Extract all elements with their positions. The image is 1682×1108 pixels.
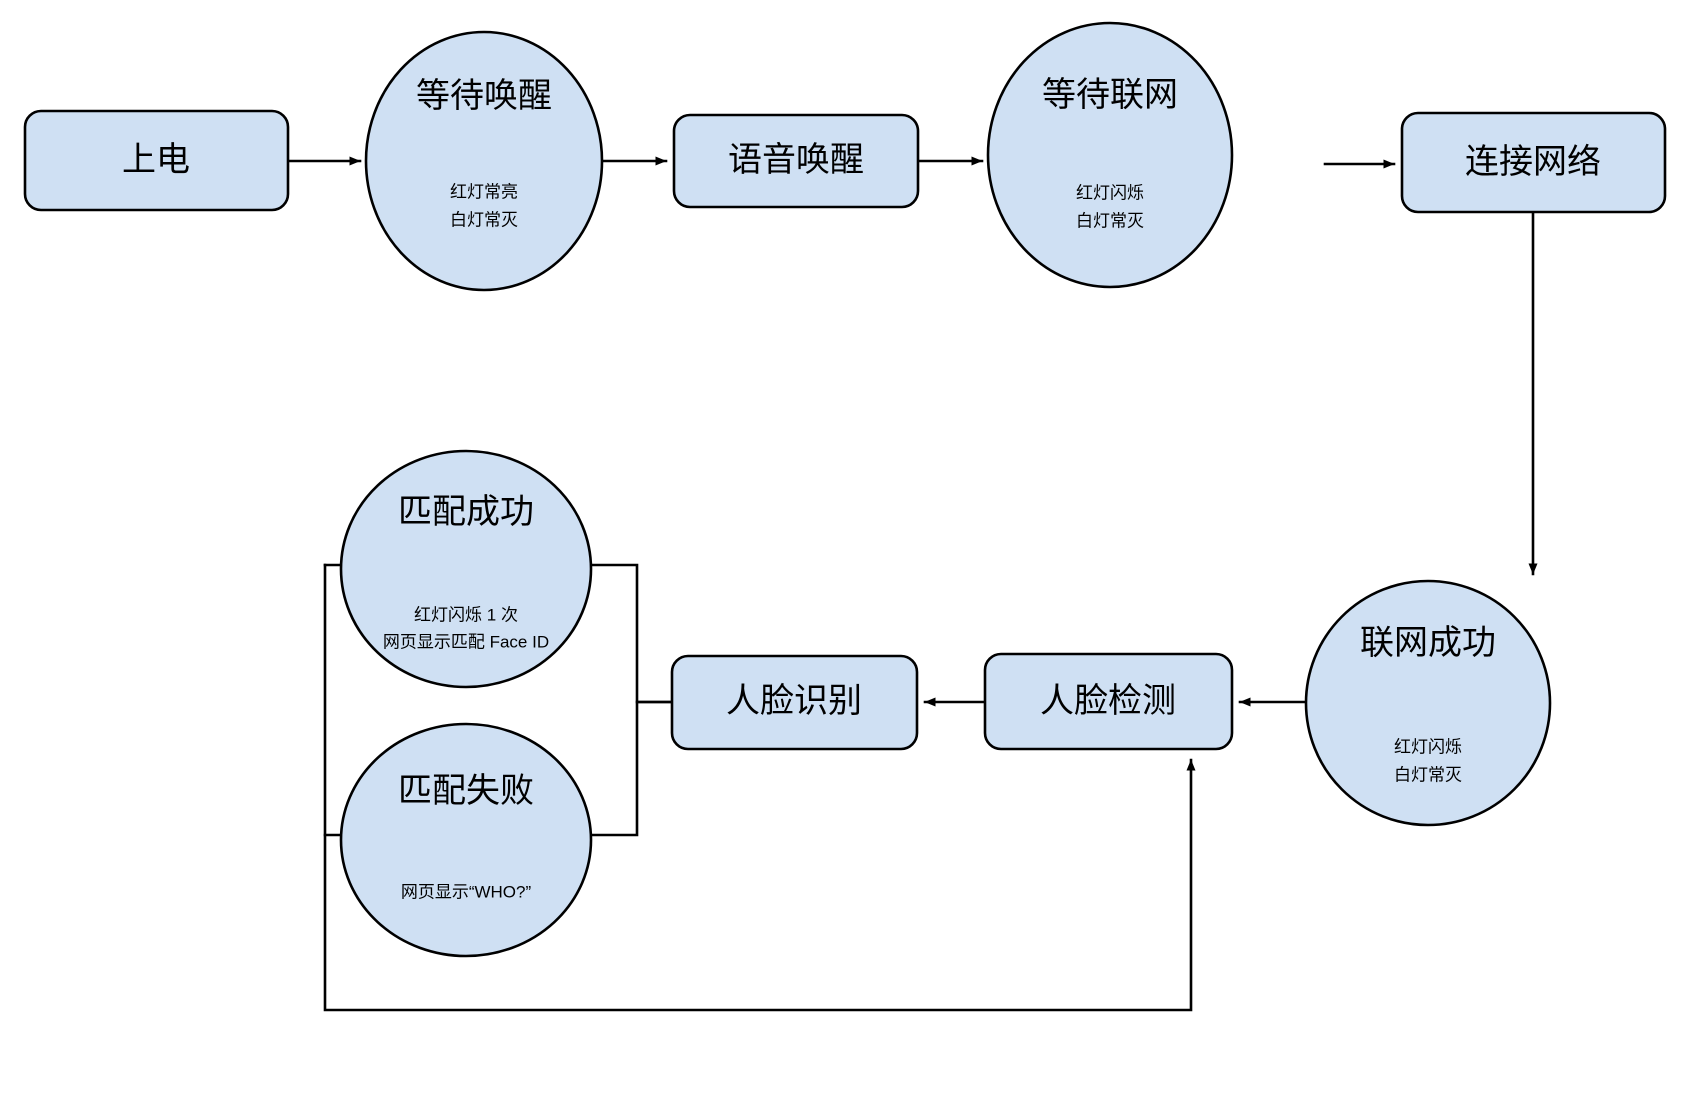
node-face-recognize-label: 人脸识别 — [726, 682, 862, 720]
node-match-success-sub-1: 网页显示匹配 Face ID — [383, 632, 549, 651]
edge-match-fail-to-face-detect — [323, 563, 1196, 1012]
node-wait-network-sub-0: 红灯闪烁 — [1076, 183, 1144, 202]
node-wait-network[interactable]: 等待联网 红灯闪烁 白灯常灭 — [986, 21, 1234, 289]
node-connect-network-shape — [1400, 111, 1667, 214]
node-wait-wakeup-label: 等待唤醒 — [416, 77, 552, 115]
node-network-success[interactable]: 联网成功 红灯闪烁 白灯常灭 — [1304, 579, 1552, 827]
node-voice-wakeup-shape — [672, 113, 920, 209]
node-power-on[interactable]: 上电 — [23, 109, 290, 212]
node-voice-wakeup[interactable]: 语音唤醒 — [672, 113, 920, 209]
node-power-on-shape — [23, 109, 290, 212]
node-face-recognize-shape — [670, 654, 919, 751]
node-network-success-shape — [1304, 579, 1552, 827]
node-match-fail-sub-0: 网页显示“WHO?” — [401, 882, 532, 901]
node-network-success-sub-1: 白灯常灭 — [1394, 765, 1462, 784]
node-wait-wakeup-sub-1: 白灯常灭 — [450, 210, 518, 229]
node-match-success-sub-0: 红灯闪烁 1 次 — [414, 605, 518, 624]
node-match-fail-shape — [339, 722, 593, 958]
node-connect-network-label: 连接网络 — [1465, 143, 1601, 181]
node-face-detect-label: 人脸检测 — [1040, 682, 1176, 720]
node-network-success-label: 联网成功 — [1360, 624, 1496, 662]
node-match-fail-label: 匹配失败 — [398, 772, 534, 810]
node-wait-network-label: 等待联网 — [1042, 76, 1178, 114]
node-face-detect-shape — [983, 652, 1234, 751]
node-connect-network[interactable]: 连接网络 — [1400, 111, 1667, 214]
node-network-success-sub-0: 红灯闪烁 — [1394, 737, 1462, 756]
node-match-success-shape — [339, 449, 593, 689]
node-wait-wakeup[interactable]: 等待唤醒 红灯常亮 白灯常灭 — [364, 30, 604, 292]
node-face-detect[interactable]: 人脸检测 — [983, 652, 1234, 751]
node-match-success-label: 匹配成功 — [398, 493, 534, 531]
node-wait-wakeup-shape — [364, 30, 604, 292]
node-power-on-label: 上电 — [122, 141, 190, 179]
node-match-success[interactable]: 匹配成功 红灯闪烁 1 次 网页显示匹配 Face ID — [339, 449, 593, 689]
nodes-layer: 上电 等待唤醒 红灯常亮 白灯常灭 语音唤醒 等待联网 红灯闪烁 白灯常灭 — [23, 21, 1667, 958]
node-wait-network-shape — [986, 21, 1234, 289]
node-voice-wakeup-label: 语音唤醒 — [728, 141, 864, 179]
node-match-fail[interactable]: 匹配失败 网页显示“WHO?” — [339, 722, 593, 958]
node-face-recognize[interactable]: 人脸识别 — [670, 654, 919, 751]
node-wait-wakeup-sub-0: 红灯常亮 — [450, 182, 518, 201]
node-wait-network-sub-1: 白灯常灭 — [1076, 211, 1144, 230]
